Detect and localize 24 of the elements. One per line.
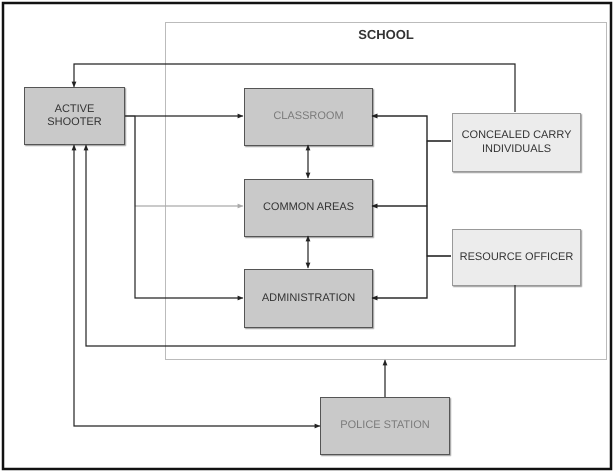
process-box — [244, 179, 373, 237]
process-box — [244, 88, 373, 146]
connector-arrow — [306, 144, 310, 179]
school-area-box — [165, 22, 607, 360]
connector-arrow — [371, 255, 451, 300]
connector-arrow — [306, 235, 310, 269]
connector-arrow — [125, 115, 244, 300]
box-label: ADMINISTRATION — [260, 292, 356, 306]
process-box — [320, 397, 450, 455]
box-label: CONCEALED CARRY INDIVIDUALS — [460, 129, 572, 156]
box-label: CLASSROOM — [272, 110, 345, 124]
box-label: ACTIVE SHOOTER — [46, 102, 103, 130]
group-title: SCHOOL — [357, 27, 415, 43]
box-label: RESOURCE OFFICER — [458, 250, 574, 264]
process-box — [452, 229, 581, 286]
process-box — [24, 87, 125, 145]
process-box — [452, 113, 581, 172]
connector-arrow — [84, 144, 516, 347]
connector-arrow — [382, 359, 388, 397]
process-box — [244, 269, 373, 328]
connector-arrow — [72, 63, 516, 112]
connector-arrow — [72, 144, 321, 428]
box-label: POLICE STATION — [339, 419, 431, 433]
box-label: COMMON AREAS — [262, 201, 356, 215]
